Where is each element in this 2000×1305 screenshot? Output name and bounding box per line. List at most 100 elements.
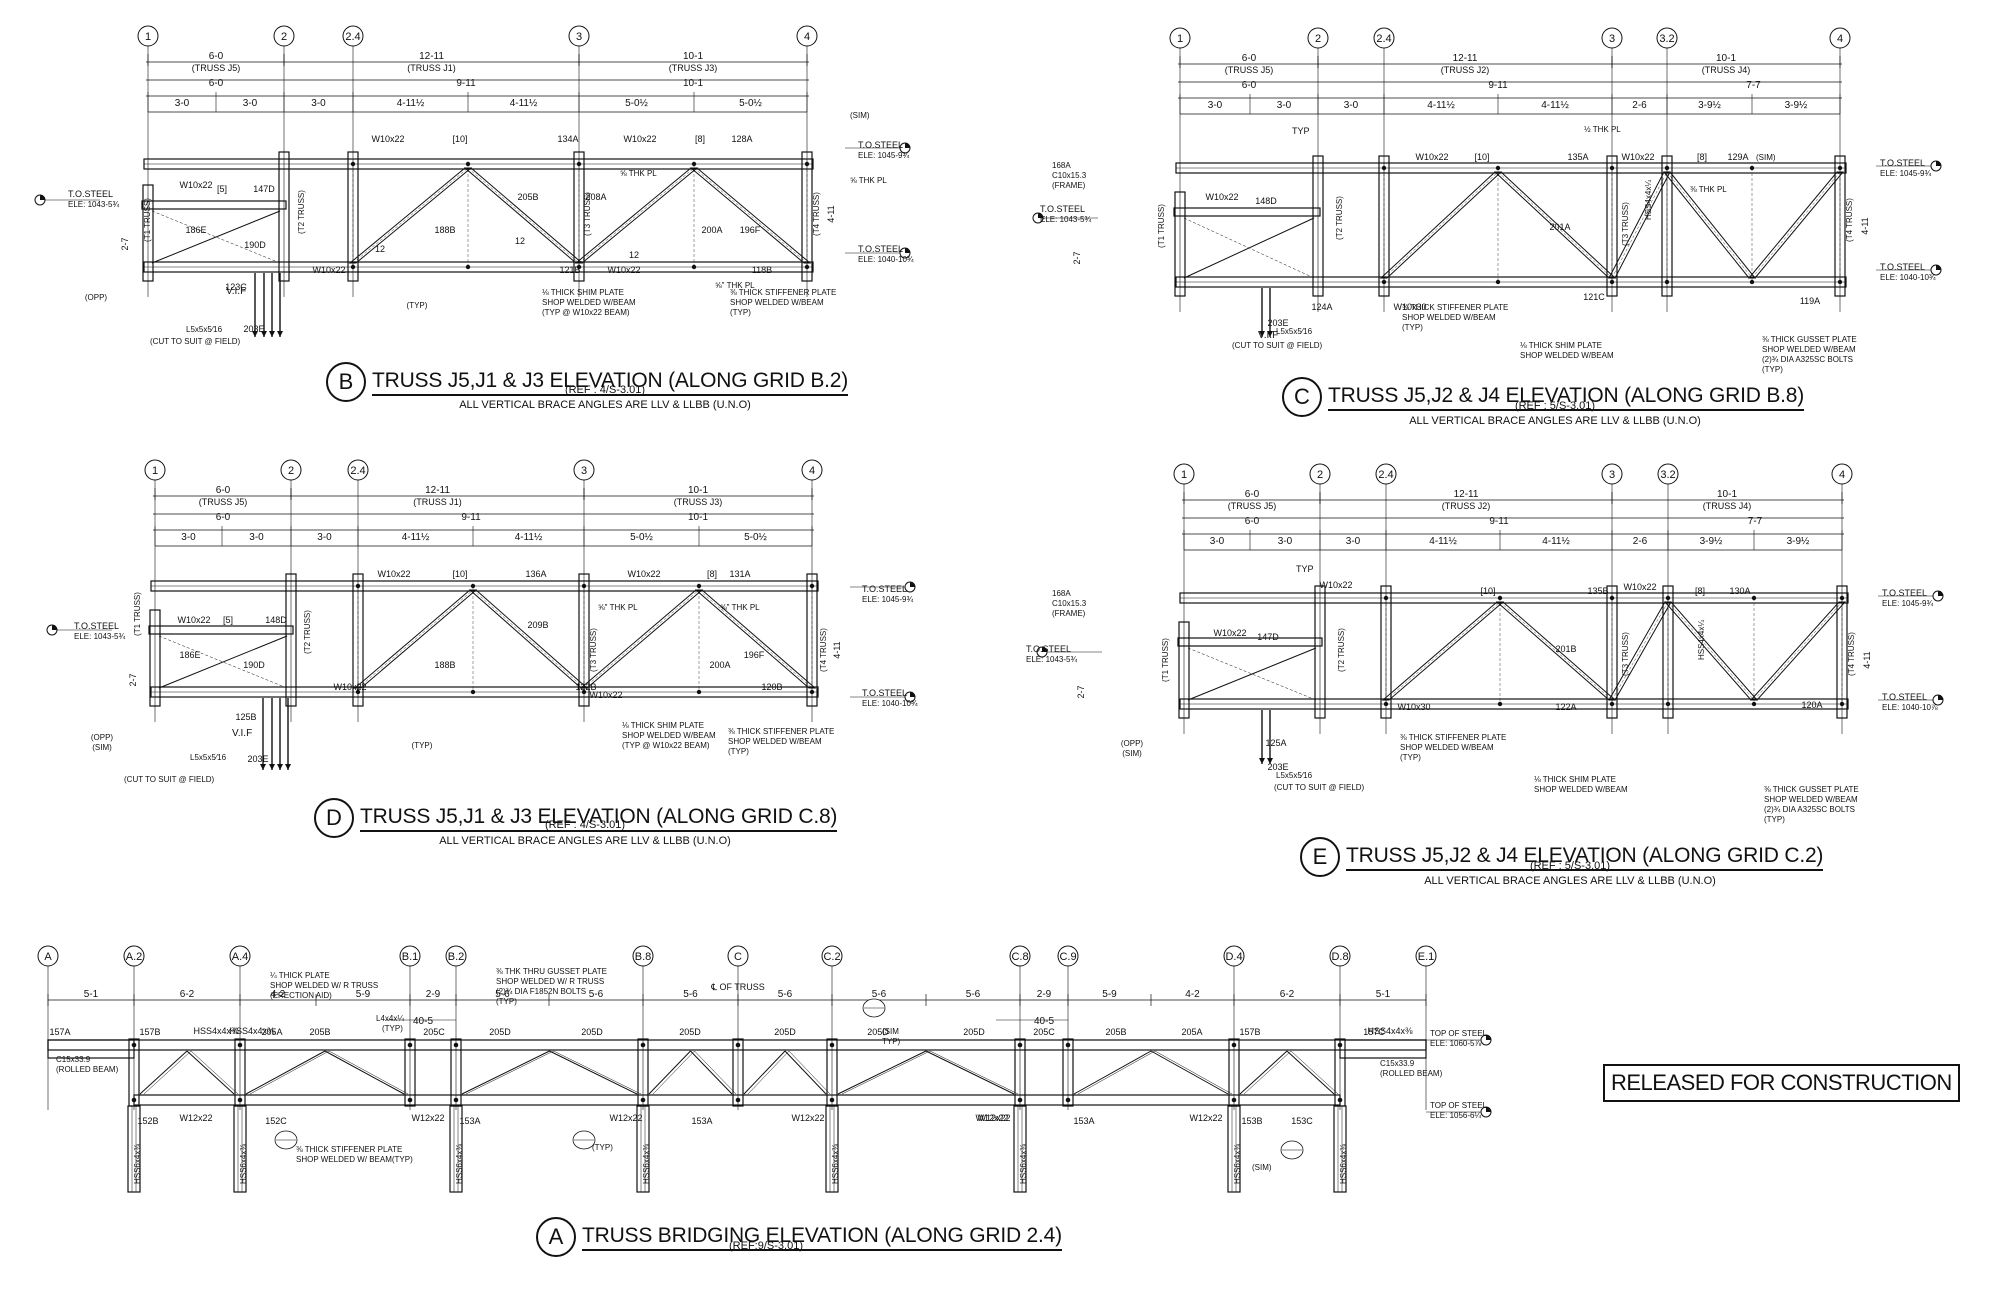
bolt — [1495, 279, 1501, 285]
truss-vertical — [578, 573, 590, 707]
member-label: ⅜ THICK STIFFENER PLATE — [730, 288, 836, 297]
bolt — [691, 264, 697, 270]
span-label: (TRUSS J1) — [407, 63, 456, 73]
member-label: W10x22 — [1623, 582, 1656, 592]
step-chord — [1173, 207, 1321, 217]
grid-bubble-label: 1 — [1177, 33, 1183, 45]
diagonal-brace — [158, 635, 288, 689]
angle-brace-edge — [1154, 1050, 1233, 1095]
grid-bubble-label: C — [734, 951, 742, 963]
grid-bubble-label: B.2 — [448, 951, 465, 963]
view-marker: A — [536, 1217, 576, 1257]
member-label: W12x22 — [609, 1113, 642, 1123]
member-label: W10x22 — [312, 265, 345, 275]
member-label: (T1 TRUSS) — [1157, 204, 1166, 248]
member-label: (OPP) — [85, 293, 108, 302]
view-title-text: TRUSS J5,J1 & J3 ELEVATION (ALONG GRID C… — [360, 805, 837, 832]
member-label: SHOP WELDED W/ BEAM(TYP) — [296, 1155, 413, 1164]
member-label: 128A — [731, 134, 752, 144]
span-dimension: 3-9½ — [1700, 536, 1723, 547]
bolt — [581, 689, 587, 695]
grid-bubble-label: 1 — [152, 465, 158, 477]
truss-vertical — [1178, 621, 1190, 719]
member-label: (ROLLED BEAM) — [56, 1065, 119, 1074]
span-dimension: 4-2 — [271, 989, 286, 1000]
member-label: 209B — [527, 620, 548, 630]
bolt — [350, 161, 356, 167]
member-label: 4-11 — [832, 641, 842, 658]
span-dimension: 5-0½ — [744, 532, 767, 543]
elevation-marker-fill — [910, 582, 915, 587]
member-label: T.O.STEEL — [74, 621, 119, 631]
angle-brace-edge — [929, 1050, 1019, 1095]
truss-vertical — [806, 573, 818, 707]
top-member-label: 205C — [1033, 1027, 1055, 1037]
member-label: [10] — [1474, 152, 1489, 162]
span-dimension: 5-9 — [356, 989, 371, 1000]
column-arrow — [277, 764, 283, 770]
member-label: (T3 TRUSS) — [583, 192, 592, 236]
released-for-construction-stamp: RELEASED FOR CONSTRUCTION — [1603, 1064, 1960, 1102]
elevation-marker-fill — [52, 625, 57, 630]
span-dimension: 6-0 — [209, 51, 224, 62]
diagonal-centerline — [693, 167, 808, 264]
member-label: (SIM — [882, 1027, 899, 1036]
bolt — [696, 583, 702, 589]
member-label: TOP OF STEEL — [1430, 1029, 1488, 1038]
column-arrow — [261, 331, 267, 337]
member-label: T.O.STEEL — [858, 140, 903, 150]
member-label: 123C — [225, 282, 247, 292]
member-label: (TYP @ W10x22 BEAM) — [622, 741, 710, 750]
grid-bubble-label: 2 — [1317, 469, 1323, 481]
bolt — [453, 1042, 459, 1048]
span-dimension: 9-11 — [461, 512, 481, 523]
member-label: ELE: 1040-10¾ — [858, 255, 914, 264]
bolt — [1665, 595, 1671, 601]
span-dimension: 12-11 — [419, 51, 444, 62]
grid-bubble-label: C.9 — [1059, 951, 1076, 963]
span-dimension: 4-11½ — [1429, 536, 1457, 547]
member-label: 12 — [629, 250, 639, 260]
diagonal-brace — [463, 167, 584, 264]
grid-bubble-label: 3 — [576, 31, 582, 43]
member-label: 200A — [709, 660, 730, 670]
elevation-marker-fill — [40, 195, 45, 200]
truss-post — [732, 1038, 744, 1107]
member-label: SHOP WELDED W/BEAM — [622, 731, 716, 740]
bolt — [465, 161, 471, 167]
truss-post — [404, 1038, 416, 1107]
member-label: (T2 TRUSS) — [1335, 196, 1344, 240]
bolt — [1381, 279, 1387, 285]
diagonal-brace — [151, 210, 281, 264]
angle-brace-edge — [190, 1050, 239, 1095]
bolt — [355, 689, 361, 695]
hss-column — [1013, 1105, 1027, 1193]
member-label: W12x22 — [975, 1113, 1008, 1123]
bolt — [1337, 1097, 1343, 1103]
span-label: (TRUSS J3) — [674, 497, 723, 507]
member-label: 200A — [701, 225, 722, 235]
member-label: ⅛ THICK SHIM PLATE — [1520, 341, 1602, 350]
member-label: 122B — [575, 682, 596, 692]
span-dimension: 4-11½ — [510, 98, 538, 109]
view-note: ALL VERTICAL BRACE ANGLES ARE LLV & LLBB… — [459, 399, 751, 411]
view-note: ALL VERTICAL BRACE ANGLES ARE LLV & LLBB… — [1409, 415, 1701, 427]
span-label: (TRUSS J5) — [1228, 501, 1277, 511]
grid-bubble-label: 2 — [1315, 33, 1321, 45]
member-label: 196F — [744, 650, 765, 660]
bolt — [470, 689, 476, 695]
member-label: V.I.F — [1258, 330, 1278, 341]
member-label: HSS6x4x⅜ — [239, 1144, 248, 1184]
span-dimension: 10-1 — [1716, 53, 1736, 64]
grid-bubble-label: 2.4 — [1376, 33, 1391, 45]
span-dimension: 5-6 — [683, 989, 698, 1000]
view-marker: D — [314, 798, 354, 838]
member-label: (FRAME) — [1052, 609, 1086, 618]
member-label: C15x33.9 — [1380, 1059, 1415, 1068]
member-label: (TYP) — [728, 747, 749, 756]
elevation-marker-fill — [905, 143, 910, 148]
column-arrow — [277, 331, 283, 337]
angle-brace-edge — [841, 1050, 931, 1095]
span-dimension: 12-11 — [1453, 53, 1478, 64]
step-chord — [141, 200, 287, 210]
